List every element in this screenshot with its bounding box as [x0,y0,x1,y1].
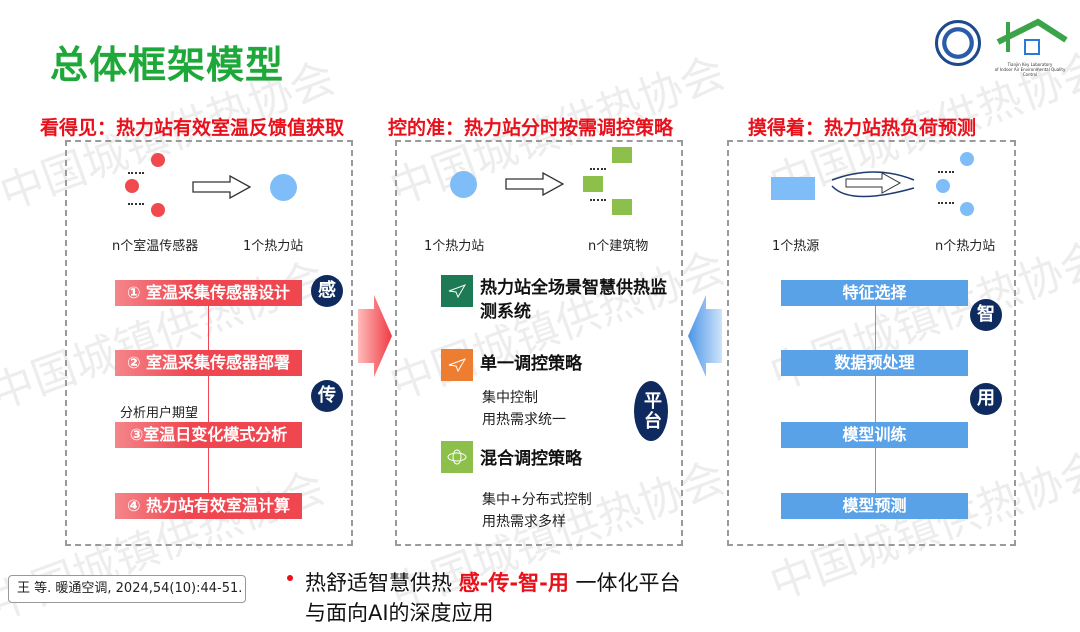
ellipsis [128,203,144,205]
badge-transmit: 传 [311,380,343,412]
building-icon [583,176,603,192]
arrow-right-icon [505,172,565,196]
bullet-highlight: 感-传-智-用 [458,571,569,595]
bullet-dot [287,575,293,581]
item-line: 用热需求统一 [482,412,566,428]
step-note: 分析用户期望 [120,406,199,421]
red-arrow-icon [358,295,392,377]
source-label: n个室温传感器 [112,239,199,254]
item-line: 用热需求多样 [482,514,566,530]
right-step-3: 模型训练 [781,422,968,448]
heat-source-rect [771,177,815,200]
citation-box: 王 等. 暖通空调, 2024,54(10):44-51. [8,575,246,603]
middle-panel [395,140,683,546]
station-circle [450,171,477,198]
sensor-dot [125,179,139,193]
right-step-4: 模型预测 [781,493,968,519]
middle-heading: 控的准：热力站分时按需调控策略 [388,117,674,139]
ellipsis [590,199,606,201]
badge-sense: 感 [311,275,343,307]
left-step-3: ③室温日变化模式分析 [115,422,302,448]
right-heading: 摸得着：热力站热负荷预测 [748,117,977,139]
badge-apply: 用 [970,383,1002,415]
page-title: 总体框架模型 [50,43,285,87]
target-label: n个热力站 [935,239,996,254]
bullet-suffix: 一体化平台 [568,571,681,595]
lab-name-1: Tianjin Key Laboratory [1007,62,1053,67]
left-step-1: ① 室温采集传感器设计 [115,280,302,306]
paper-plane-icon [441,349,473,381]
sensor-dot [151,153,165,167]
ellipsis [938,202,954,204]
station-dot [936,179,950,193]
station-circle [270,174,297,201]
station-dot [960,202,974,216]
arrow-right-icon [192,175,252,199]
sensor-dot [151,203,165,217]
right-panel [727,140,1016,546]
target-label: n个建筑物 [588,239,649,254]
badge-smart: 智 [970,299,1002,331]
source-label: 1个热力站 [424,239,485,254]
atom-icon [441,441,473,473]
left-heading: 看得见：热力站有效室温反馈值获取 [40,117,345,139]
item-title-single: 单一调控策略 [480,354,582,374]
university-logo [935,20,981,66]
cycle-arrow-icon [831,171,915,198]
station-dot [960,152,974,166]
blue-arrow-icon [688,295,722,377]
target-label: 1个热力站 [243,239,304,254]
building-icon [612,147,632,163]
summary-bullet-line2: 与面向AI的深度应用 [305,601,494,625]
source-label: 1个热源 [772,239,820,254]
item-line: 集中控制 [482,390,538,406]
right-step-1: 特征选择 [781,280,968,306]
left-step-2: ② 室温采集传感器部署 [115,350,302,376]
item-title-monitoring: 热力站全场景智慧供热监测系统 [480,278,667,322]
summary-bullet: 热舒适智慧供热 感-传-智-用 一体化平台 [305,567,681,597]
left-panel [65,140,353,546]
building-icon [612,199,632,215]
right-step-2: 数据预处理 [781,350,968,376]
item-line: 集中+分布式控制 [482,492,592,508]
ellipsis [128,172,144,174]
bullet-prefix: 热舒适智慧供热 [305,571,459,595]
item-title-hybrid: 混合调控策略 [480,449,582,469]
left-step-4: ④ 热力站有效室温计算 [115,493,302,519]
lab-name-2: of Indoor Air Environmental Quality Cont… [994,67,1066,77]
ellipsis [590,168,606,170]
ellipsis [938,171,954,173]
paper-plane-icon [441,275,473,307]
badge-platform: 平台 [634,381,668,441]
